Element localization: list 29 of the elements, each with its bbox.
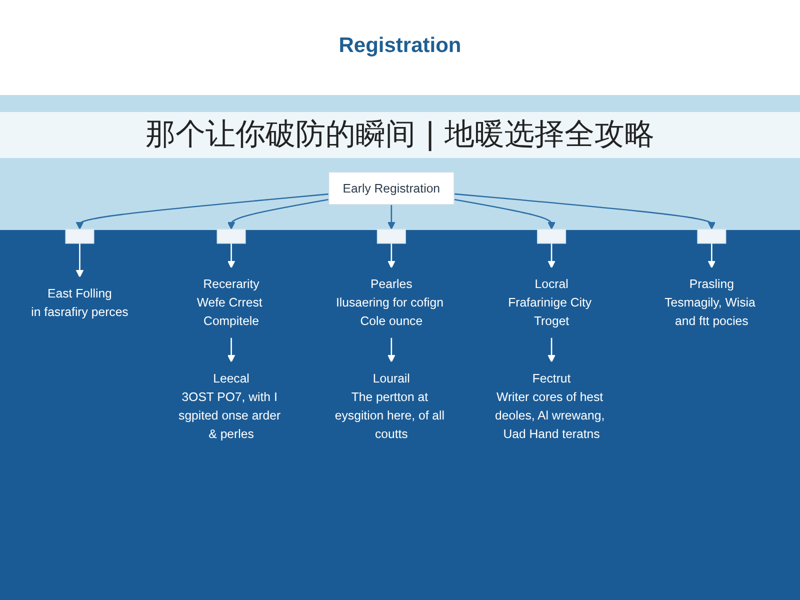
node-text: Locral Frafarinige City Troget bbox=[508, 276, 592, 328]
arrow bbox=[388, 204, 396, 230]
arrow bbox=[227, 198, 329, 230]
arrow bbox=[548, 337, 556, 362]
node-text: Leecal 3OST PO7, with I sgpited onse arder & perles bbox=[178, 370, 281, 440]
diagram-title: Registration bbox=[338, 34, 462, 58]
arrow bbox=[388, 243, 396, 268]
arrow bbox=[708, 243, 716, 268]
arrow bbox=[76, 193, 329, 230]
node-box bbox=[65, 228, 94, 244]
node-box bbox=[537, 228, 566, 244]
node-box bbox=[697, 228, 726, 244]
overlay-banner: 那个让你破防的瞬间 | 地暖选择全攻略 bbox=[0, 112, 800, 158]
node-box bbox=[216, 228, 246, 244]
node-text: Pearles Ilusaering for cofign Cole ounce bbox=[336, 276, 444, 328]
arrow bbox=[227, 337, 236, 362]
arrow bbox=[454, 193, 716, 230]
node-box: Early Registration bbox=[328, 172, 455, 206]
node-box bbox=[376, 228, 406, 244]
arrow bbox=[227, 243, 236, 268]
arrow bbox=[454, 198, 556, 230]
node-text: East Folling in fasrafiry perces bbox=[31, 286, 128, 319]
node-text: Lourail The pertton at eysgition here, of all coutts bbox=[334, 370, 444, 440]
node-text: Fectrut Writer cores of hest deoles, Al wrewang, Uad Hand teratns bbox=[495, 370, 605, 440]
arrow bbox=[76, 243, 84, 278]
arrow bbox=[548, 243, 556, 268]
arrow bbox=[388, 337, 396, 362]
node-text: Prasling Tesmagily, Wisia and ftt pocies bbox=[664, 276, 756, 328]
node-text: Recerarity Wefe Crrest Compitele bbox=[196, 276, 262, 328]
